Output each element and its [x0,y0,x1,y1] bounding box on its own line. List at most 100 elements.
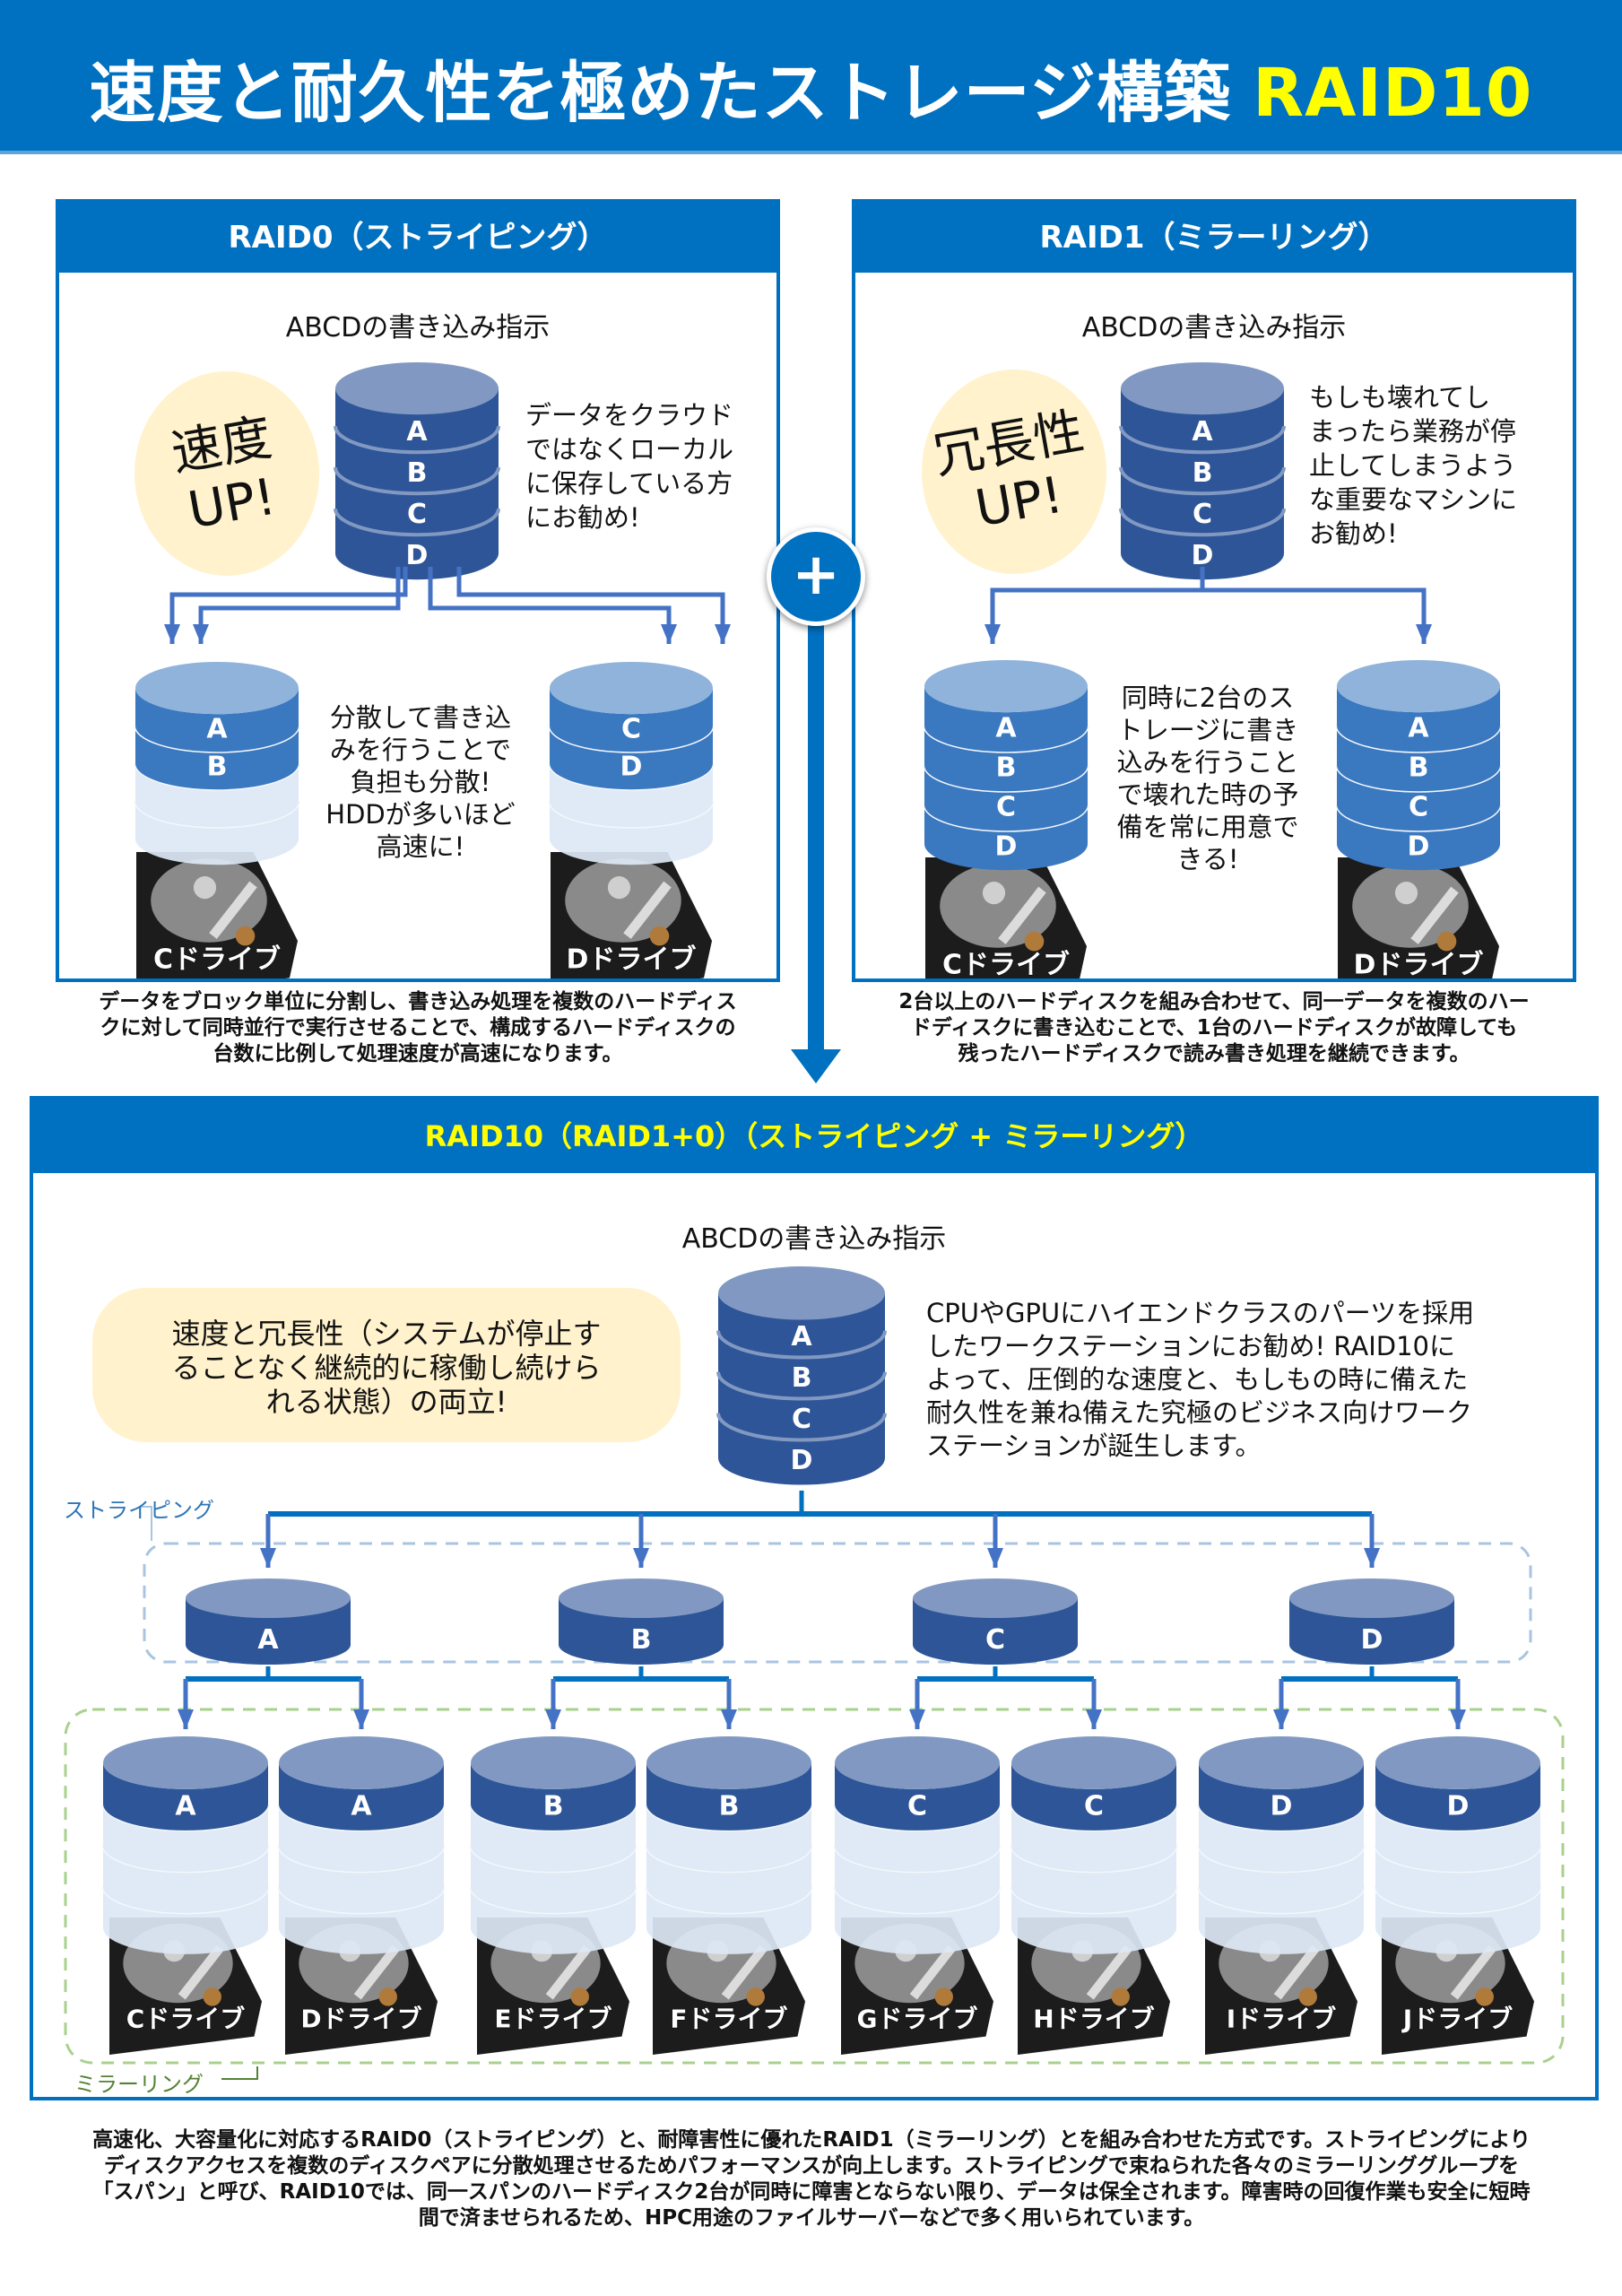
disk-block-D: D [406,540,429,571]
disk-block-B: B [1193,457,1213,489]
text-line: 残ったハードディスクで読み書き処理を継続できます。 [958,1042,1470,1065]
title-text: 速度と耐久性を極めたストレージ構築 [89,55,1232,132]
raid1-recommend: もしも壊れてしまったら業務が停止してしまうような重要なマシンにお勧め! [1309,380,1517,551]
disk-separator [1119,466,1286,496]
disk-separator [1119,425,1286,455]
disk-separator [716,1371,887,1401]
arrow-head [545,1709,561,1729]
drive-label: Iドライブ [1227,2004,1336,2033]
disk-segment-empty [1011,1804,1176,1872]
text-line: 間で済ませられるため、HPC用途のファイルサーバーなどで多く用いられています。 [418,2206,1205,2230]
text-line: きる! [1176,844,1239,874]
text-line: な重要なマシンに [1309,484,1518,515]
disk-segment-filled [1375,1762,1540,1831]
disk-segment-filled [924,765,1088,831]
hdd-actuator [1298,1987,1317,2006]
drive-label: Dドライブ [567,944,697,976]
disk-block-D: D [1447,1790,1470,1822]
raid0-caption: データをブロック単位に分割し、書き込み処理を複数のハードディスクに対して同時並行… [56,989,780,1067]
text-line: お勧め! [1309,518,1398,549]
drive-label: Dドライブ [300,2004,421,2033]
text-line: トレージに書き [1116,715,1299,745]
arrow-head [260,1548,276,1568]
hdd-icon [925,857,1087,978]
arrow-head [633,1548,649,1568]
text-line: れる状態）の両立! [265,1385,507,1419]
drive-label: Cドライブ [126,2004,246,2033]
disk-block-D: D [1271,1790,1293,1822]
disk-segment-empty [103,1804,268,1872]
text-line: で壊れた時の予 [1116,779,1299,810]
disk-segment-empty [471,1804,636,1872]
raid10-recommend: CPUやGPUにハイエンドクラスのパーツを採用したワークステーションにお勧め! … [926,1297,1474,1463]
disk-top [924,660,1088,713]
text-line: 「スパン」と呼び、RAID10では、同一スパンのハードディスク2台が同時に障害と… [92,2180,1531,2204]
arrow-head [353,1709,369,1729]
arrow-head [984,624,1001,644]
hdd-actuator [746,1987,765,2006]
stripe-label-leader [139,1506,152,1541]
disk-segment-empty [1375,1804,1540,1872]
disk-block-A: A [791,1321,812,1352]
disk-block-C: C [907,1790,927,1822]
text-line: よって、圧倒的な速度と、もしもの時に備えた [926,1364,1469,1395]
disk-segment-filled [279,1762,444,1831]
raid10-highlight [92,1288,681,1442]
text-line: ることなく継続的に稼働し続けら [171,1351,602,1385]
disk-segment-filled [550,688,713,752]
disk-block-C: C [621,713,641,744]
connector-line [169,567,408,644]
raid1-caption: 2台以上のハードディスクを組み合わせて、同一データを複数のハードディスクに書き込… [852,989,1576,1067]
stripe-disk-label-B: B [631,1624,652,1656]
hdd-arm [1410,886,1459,944]
drive-label: Eドライブ [494,2004,612,2033]
hdd-actuator [1024,931,1045,952]
hdd-arm [623,881,672,939]
disk-segment-filled [1337,726,1500,792]
disk-segment-empty [471,1886,636,1954]
text-line: ディスクアクセスを複数のディスクペアに分散処理させるためパフォーマンスが向上しま… [103,2154,1520,2178]
text-line: 速度と冗長性（システムが停止す [171,1317,602,1351]
raid0-instruction: ABCDの書き込み指示 [285,312,551,344]
arrow-head [721,1709,737,1729]
connector-line [198,567,401,644]
disk-segment-empty [646,1886,811,1954]
disk-block-B: B [407,457,428,489]
disk-segment-filled [550,726,713,790]
disk-top [335,362,499,415]
disk-segment-empty [471,1845,636,1913]
stripe-disk-label-A: A [257,1624,279,1656]
disk-top [1375,1736,1540,1789]
hdd-arm [998,886,1046,944]
connector-line [990,587,1202,644]
mirror-group-label: ミラーリング [74,2072,204,2097]
disk-top [1199,1736,1364,1789]
text-line: 2台以上のハードディスクを組み合わせて、同一データを複数のハー [898,990,1530,1013]
hdd-platter [565,858,681,943]
connector-line [428,567,672,644]
hdd-arm [1450,1944,1496,2000]
hdd-arm [353,1944,400,2000]
disk-top [1121,362,1284,415]
hdd-icon [109,1918,262,2055]
stripe-disk-top [186,1578,351,1618]
hdd-actuator [934,1987,953,2006]
title-accent: RAID10 [1253,55,1533,132]
text-line: ではなくローカル [525,434,734,465]
disk-block-A: A [175,1790,196,1822]
hdd-platter [1352,864,1469,948]
hdd-actuator [1436,931,1457,952]
hdd-platter [940,864,1056,948]
text-line: 高速に! [376,831,465,862]
disk-top [1337,660,1500,713]
text-line: ドディスクに書き込むことで、1台のハードディスクが故障しても [910,1016,1518,1039]
disk-block-B: B [207,751,228,782]
disk-segment-empty [103,1845,268,1913]
disk-block-C: C [1193,499,1212,530]
hdd-actuator [1111,1987,1130,2006]
disk-segment-empty [1375,1886,1540,1954]
drive-label: Dドライブ [1354,950,1484,978]
disk-segment-filled [135,726,299,790]
disk-segment-empty [1199,1845,1364,1913]
